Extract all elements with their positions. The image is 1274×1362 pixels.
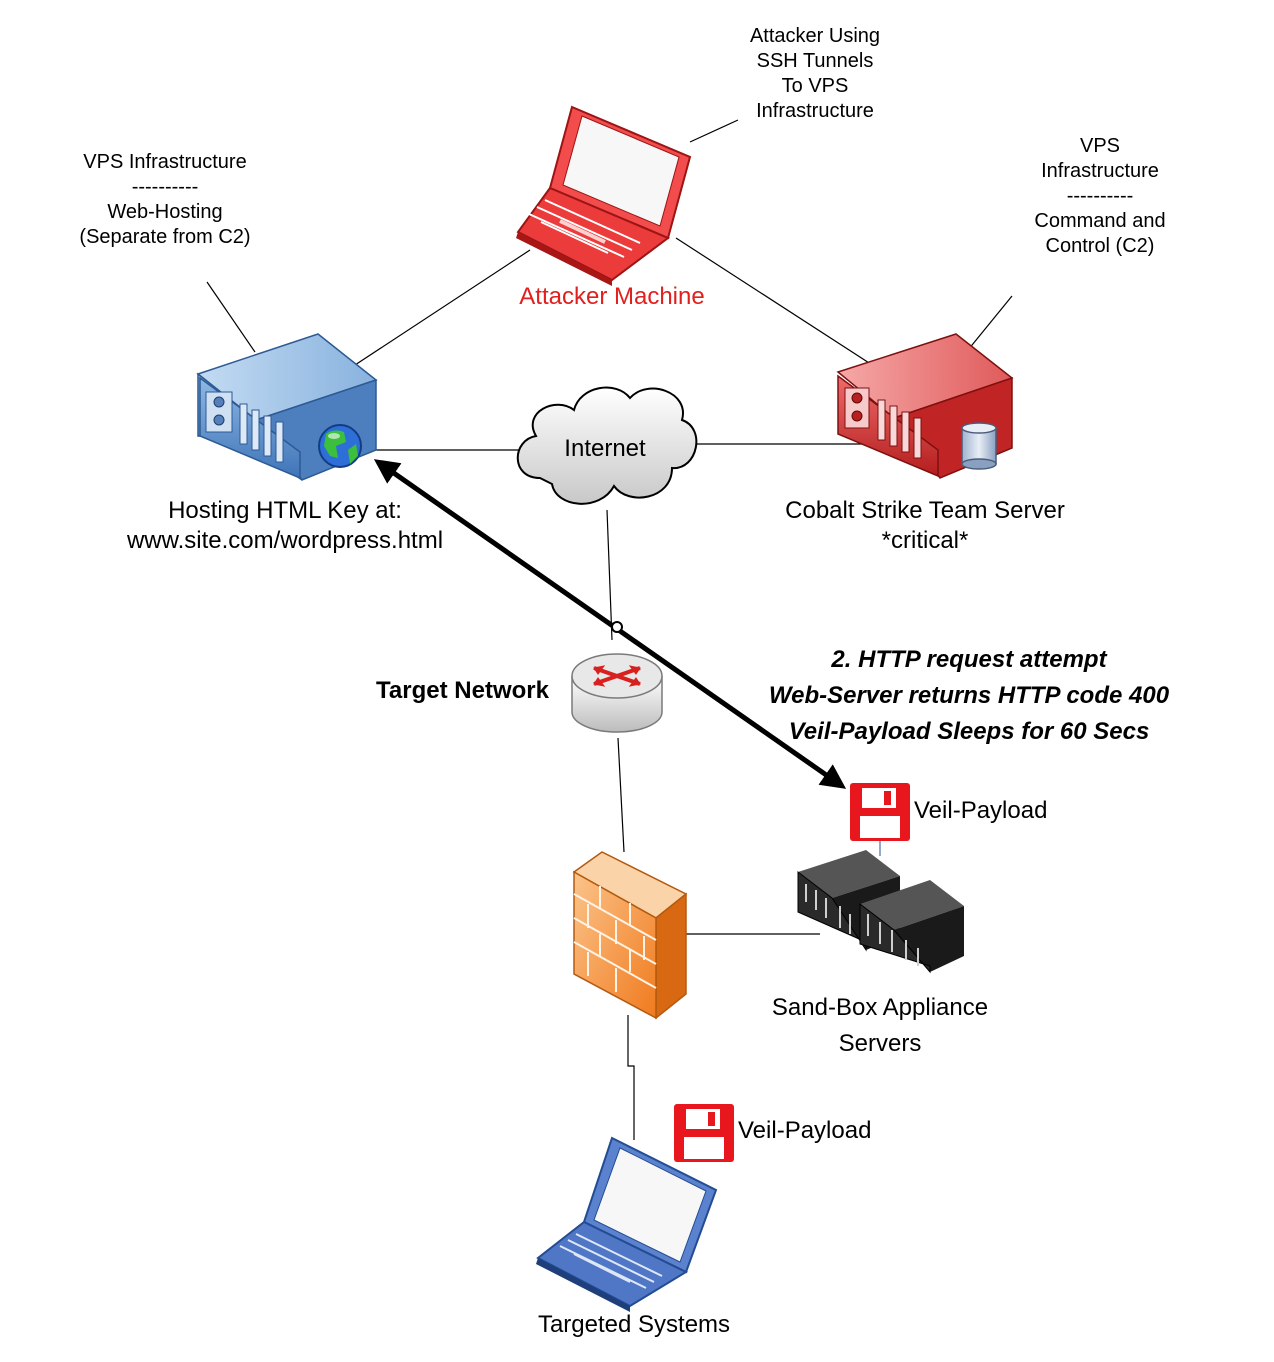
hosting-server-label: Hosting HTML Key at: www.site.com/wordpr… [80, 496, 490, 556]
note-line: Infrastructure [1041, 160, 1159, 182]
attacker-laptop-icon [516, 105, 692, 286]
line-c2-note [967, 295, 1013, 351]
label-line: www.site.com/wordpress.html [126, 527, 444, 554]
database-icon [961, 422, 997, 470]
floppy-disk-icon [850, 783, 910, 841]
router-icon [571, 653, 663, 733]
label-line: *critical* [881, 527, 969, 554]
line-router-firewall [617, 737, 625, 853]
label-line: Servers [838, 1030, 922, 1057]
target-laptop-icon [536, 1136, 718, 1312]
targeted-systems-label: Targeted Systems [537, 1311, 731, 1338]
note-line: To VPS [781, 75, 849, 97]
note-line: Control (C2) [1045, 235, 1155, 257]
line-web-note [206, 281, 256, 353]
vps-c2-note: VPS Infrastructure ---------- Command an… [1010, 134, 1190, 259]
line-firewall-target [627, 1015, 635, 1140]
note-line: VPS [1079, 135, 1121, 157]
line-attacker-note [689, 119, 739, 143]
c2-server-label: Cobalt Strike Team Server *critical* [760, 496, 1090, 556]
internet-label: Internet [564, 435, 646, 462]
firewall-icon [572, 851, 688, 1020]
sandbox-servers-icon [797, 850, 964, 974]
note-line: Command and [1034, 210, 1166, 232]
callout-line: Veil-Payload Sleeps for 60 Secs [788, 718, 1150, 745]
http-request-arrow [373, 459, 847, 789]
note-line: SSH Tunnels [756, 50, 874, 72]
target-payload-label: Veil-Payload [738, 1117, 872, 1144]
callout-line: 2. HTTP request attempt [831, 646, 1107, 673]
note-line: Attacker Using [749, 25, 881, 47]
target-network-label: Target Network [376, 677, 549, 704]
callout-line: Web-Server returns HTTP code 400 [768, 682, 1170, 709]
globe-icon [318, 424, 362, 468]
note-line: (Separate from C2) [79, 226, 251, 248]
line-attacker-c2 [675, 237, 881, 371]
note-line: ---------- [131, 176, 199, 198]
label-line: Sand-Box Appliance [771, 994, 989, 1021]
attacker-ssh-note: Attacker Using SSH Tunnels To VPS Infras… [735, 24, 895, 124]
floppy-disk-icon [674, 1104, 734, 1162]
line-attacker-web [354, 249, 531, 366]
label-line: Cobalt Strike Team Server [785, 497, 1065, 524]
note-line: ---------- [1066, 185, 1134, 207]
sandbox-payload-label: Veil-Payload [914, 797, 1048, 824]
c2-server-icon [836, 333, 1014, 479]
sandbox-label: Sand-Box Appliance Servers [740, 990, 1020, 1062]
note-line: VPS Infrastructure [83, 151, 247, 173]
vps-web-hosting-note: VPS Infrastructure ---------- Web-Hostin… [55, 150, 275, 250]
http-request-callout: 2. HTTP request attempt Web-Server retur… [730, 642, 1208, 750]
note-line: Web-Hosting [107, 201, 223, 223]
label-line: Hosting HTML Key at: [168, 497, 402, 524]
note-line: Infrastructure [756, 100, 874, 122]
attacker-machine-label: Attacker Machine [519, 283, 705, 310]
